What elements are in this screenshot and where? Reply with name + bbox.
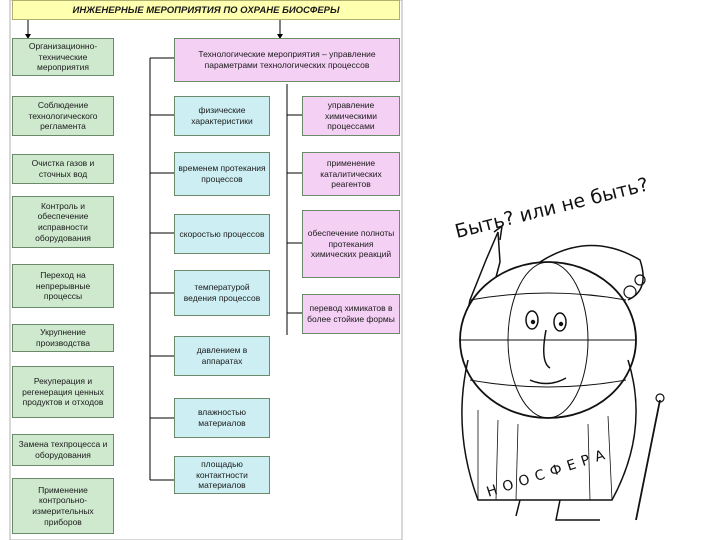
middle-item-3: скоростью процессов bbox=[174, 214, 270, 254]
left-item-6: Укрупнение производства bbox=[12, 324, 114, 352]
middle-item-7: площадью контактности материалов bbox=[174, 456, 270, 494]
left-item-8: Замена техпроцесса и оборудования bbox=[12, 434, 114, 466]
diagram-title: ИНЖЕНЕРНЫЕ МЕРОПРИЯТИЯ ПО ОХРАНЕ БИОСФЕР… bbox=[12, 0, 400, 20]
middle-item-4: температурой ведения процессов bbox=[174, 270, 270, 316]
left-item-2: Соблюдение технологического регламента bbox=[12, 96, 114, 136]
left-item-5: Переход на непрерывные процессы bbox=[12, 264, 114, 308]
middle-item-2: временем протекания процессов bbox=[174, 152, 270, 196]
right-item-4: перевод химикатов в более стойкие формы bbox=[302, 294, 400, 334]
right-item-1: управление химическими процессами bbox=[302, 96, 400, 136]
caption-text: Быть? или не быть? bbox=[453, 174, 651, 243]
right-item-2: применение каталитических реагентов bbox=[302, 152, 400, 196]
middle-item-1: физические характеристики bbox=[174, 96, 270, 136]
left-item-9: Применение контрольно-измерительных приб… bbox=[12, 478, 114, 534]
left-item-1: Организационно-технические мероприятия bbox=[12, 38, 114, 76]
left-item-4: Контроль и обеспечение исправности обору… bbox=[12, 196, 114, 248]
left-item-7: Рекуперация и регенерация ценных продукт… bbox=[12, 366, 114, 418]
sash-text: НООСФЕРА bbox=[485, 445, 613, 500]
left-item-3: Очистка газов и сточных вод bbox=[12, 154, 114, 184]
middle-item-6: влажностью материалов bbox=[174, 398, 270, 438]
middle-header: Технологические мероприятия – управление… bbox=[174, 38, 400, 82]
middle-item-5: давлением в аппаратах bbox=[174, 336, 270, 376]
right-item-3: обеспечение полноты протекания химически… bbox=[302, 210, 400, 278]
